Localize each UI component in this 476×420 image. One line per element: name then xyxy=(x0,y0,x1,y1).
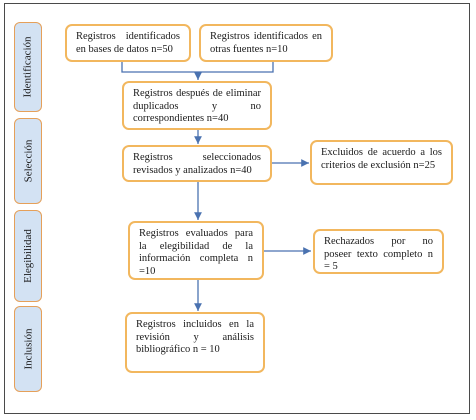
box-eligibility: Registros evaluados para la elegibilidad… xyxy=(128,221,264,280)
phase-identificacion: Identificación xyxy=(14,22,42,112)
merge-connector xyxy=(121,62,274,73)
box-db-records: Registros identificados en bases de dato… xyxy=(65,24,191,62)
phase-elegibilidad: Elegibilidad xyxy=(14,210,42,302)
phase-inclusion: Inclusión xyxy=(14,306,42,392)
box-after-dedup: Registros después de eliminar duplicados… xyxy=(122,81,272,130)
box-other-sources: Registros identificados en otras fuentes… xyxy=(199,24,333,62)
box-included: Registros incluidos en la revisión y aná… xyxy=(125,312,265,373)
diagram-frame xyxy=(4,3,470,414)
box-rejected: Rechazados por no poseer texto completo … xyxy=(313,229,444,274)
box-excluded: Excluidos de acuerdo a los criterios de … xyxy=(310,140,453,185)
box-screened: Registros seleccionados revisados y anal… xyxy=(122,145,272,182)
phase-seleccion: Selección xyxy=(14,118,42,204)
